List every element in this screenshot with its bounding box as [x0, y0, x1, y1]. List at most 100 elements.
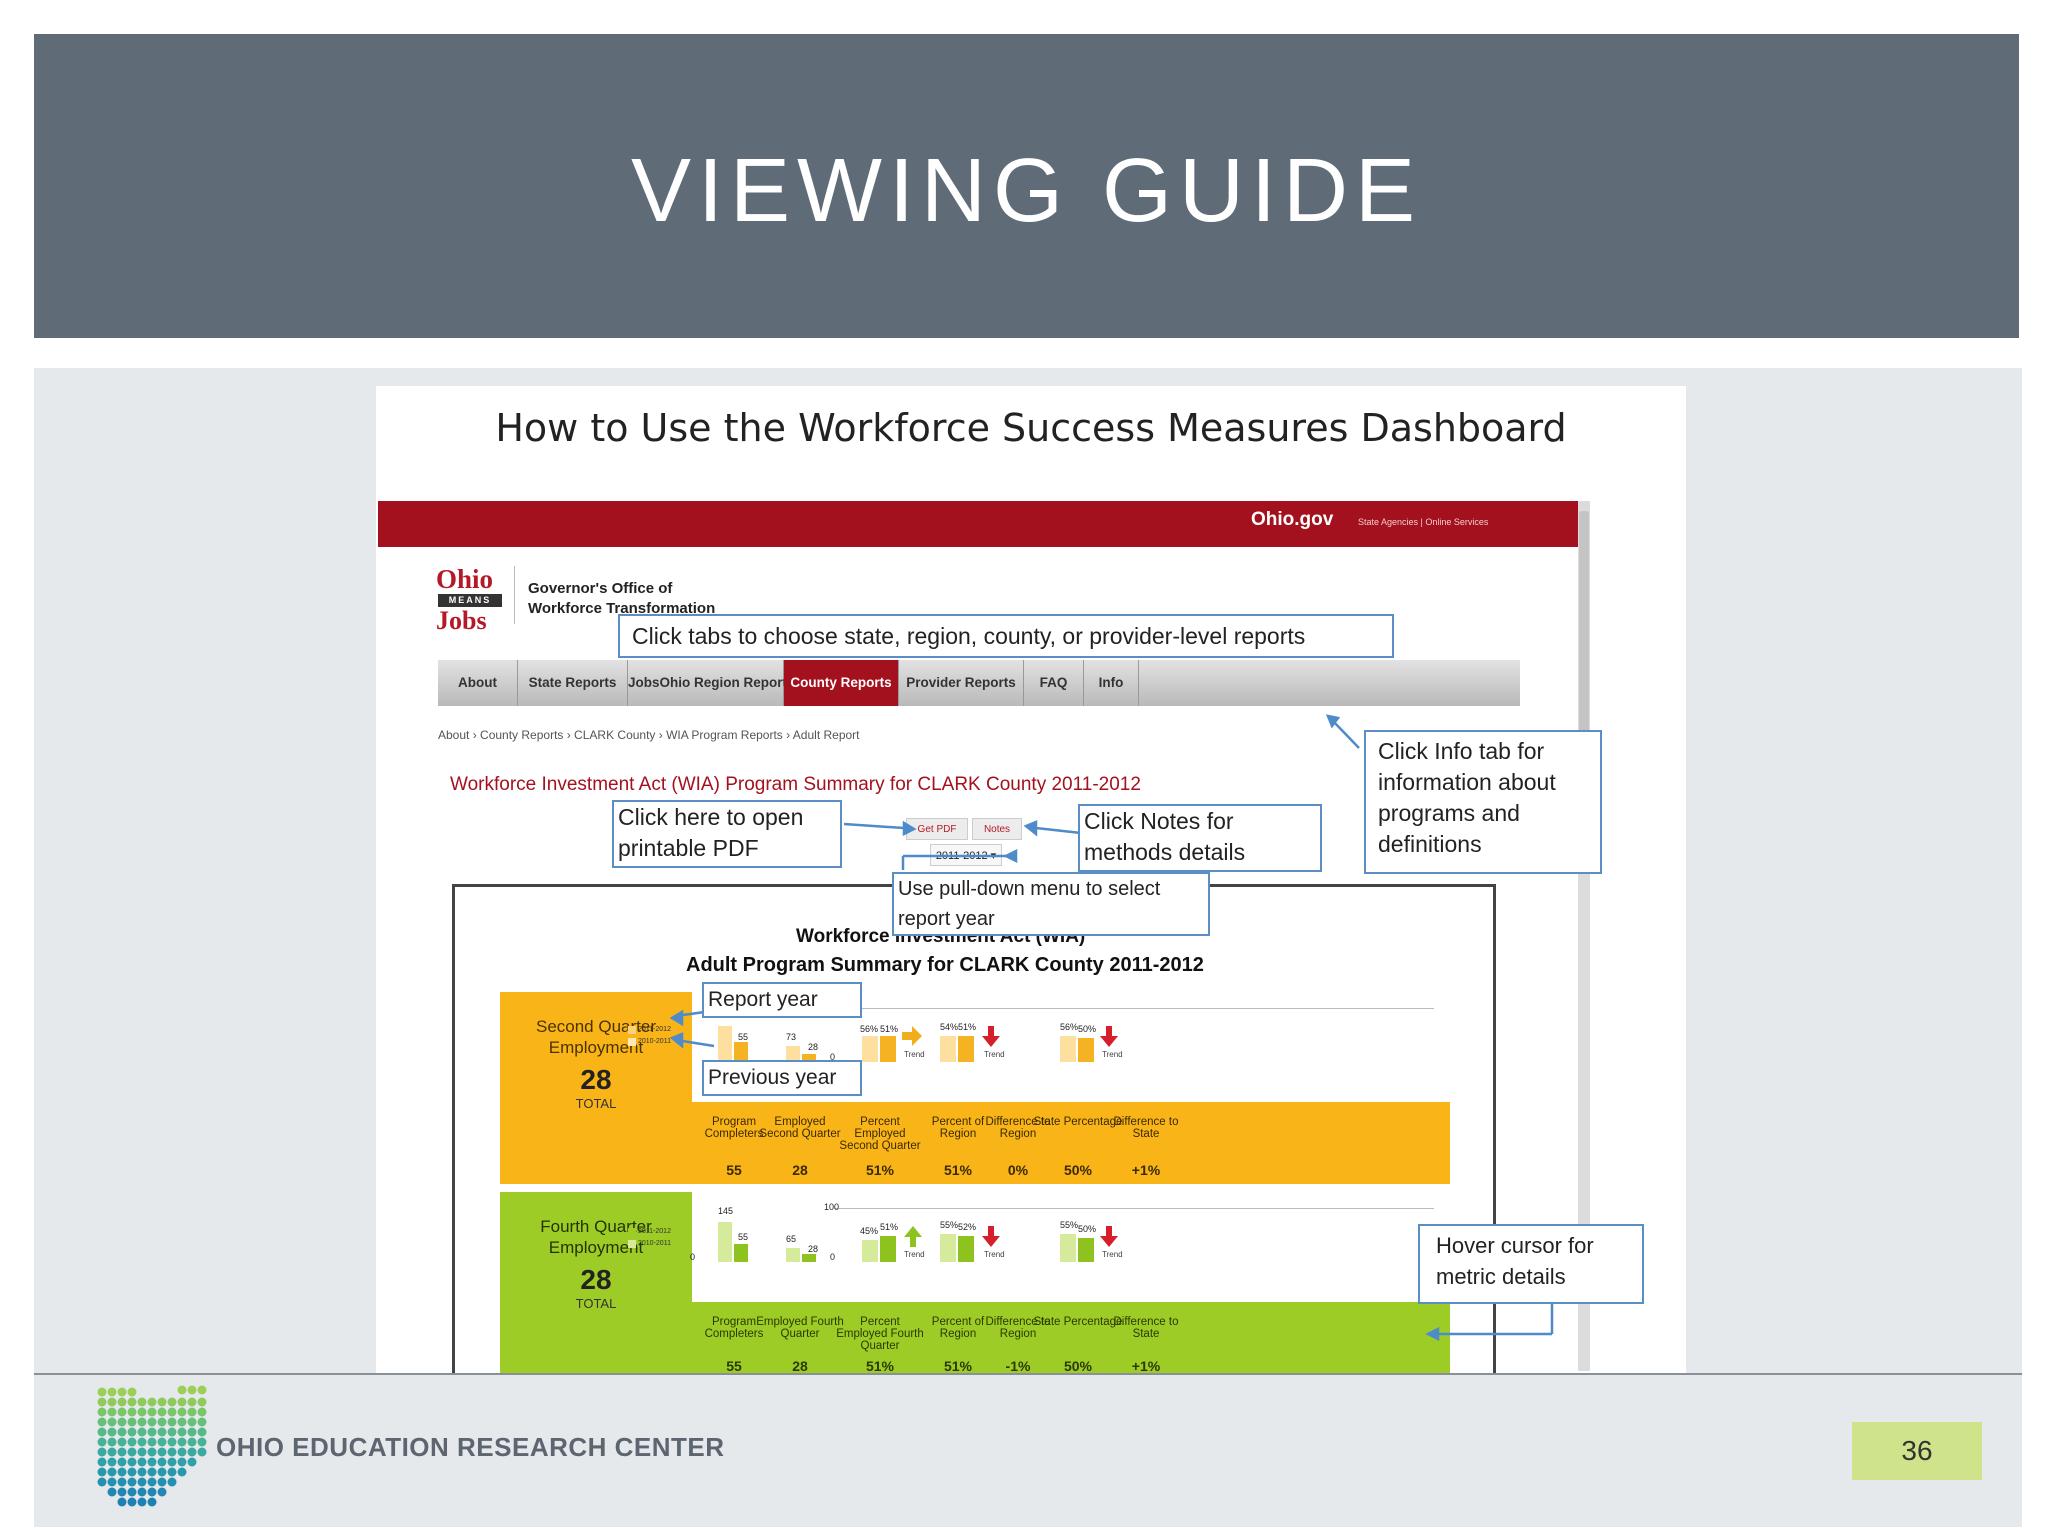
- bar-label: 54%: [940, 1022, 959, 1032]
- trend-label: Trend: [984, 1050, 1005, 1059]
- report-title-line-2: Adult Program Summary for CLARK County 2…: [686, 954, 1204, 976]
- report-tabs: About State Reports JobsOhio Region Repo…: [438, 660, 1520, 706]
- tab-faq[interactable]: FAQ: [1024, 660, 1084, 706]
- column-heading: Difference to State: [1113, 1116, 1179, 1140]
- bar-label: 28: [808, 1244, 819, 1254]
- column-value[interactable]: +1%: [1131, 1358, 1161, 1373]
- callout-info-line: definitions: [1378, 831, 1482, 857]
- fourth-quarter-label-1: Fourth Quarter: [540, 1217, 652, 1236]
- second-quarter-axis-min: 0: [830, 1052, 836, 1062]
- tab-provider-reports[interactable]: Provider Reports: [899, 660, 1024, 706]
- column-heading: State Percentage: [1033, 1116, 1123, 1128]
- breadcrumb[interactable]: About › County Reports › CLARK County › …: [438, 728, 860, 742]
- column-value[interactable]: +1%: [1131, 1162, 1161, 1178]
- bar-employed-previous: [786, 1248, 800, 1262]
- callout-hover-line: Hover cursor for: [1436, 1233, 1594, 1258]
- bar-label: 50%: [1078, 1224, 1097, 1234]
- ohio-gov-bar: [378, 501, 1578, 547]
- column-value[interactable]: 51%: [865, 1358, 895, 1373]
- top-links[interactable]: State Agencies | Online Services: [1358, 517, 1489, 527]
- tab-about[interactable]: About: [438, 660, 518, 706]
- second-quarter-label-1: Second Quarter: [535, 1017, 656, 1036]
- bar-employed-current: [802, 1254, 816, 1262]
- bar-state-current: [1078, 1038, 1094, 1062]
- logo-jobs-text: Jobs: [436, 606, 487, 635]
- bar-percent-employed-previous: [862, 1036, 878, 1062]
- bar-state-current: [1078, 1238, 1094, 1262]
- bar-label: 52%: [958, 1222, 977, 1232]
- second-quarter-label-2: Employment: [548, 1038, 644, 1057]
- callout-info-tab: Click Info tab for information about pro…: [1364, 730, 1602, 874]
- second-quarter-summary: Second Quarter Employment 28 TOTAL: [500, 992, 692, 1184]
- column-value[interactable]: 50%: [1063, 1162, 1093, 1178]
- column-heading: Percent of Region: [931, 1116, 985, 1140]
- callout-pdf-line: printable PDF: [618, 835, 759, 861]
- legend-previous-swatch: [628, 1240, 636, 1248]
- fourth-quarter-label-2: Employment: [548, 1238, 644, 1257]
- guide-heading: How to Use the Workforce Success Measure…: [495, 406, 1567, 450]
- bar-label: 56%: [1060, 1022, 1079, 1032]
- column-heading: Employed Second Quarter: [759, 1116, 841, 1140]
- column-heading: Program Completers: [704, 1116, 764, 1140]
- column-value[interactable]: 51%: [943, 1358, 973, 1373]
- second-quarter-total-number: 28: [580, 1064, 612, 1095]
- office-line-2: Workforce Transformation: [528, 600, 716, 617]
- tab-jobsohio-region-reports[interactable]: JobsOhio Region Reports: [628, 660, 795, 706]
- ohio-gov-link[interactable]: Ohio.gov: [1251, 509, 1334, 530]
- fourth-quarter-total-label: TOTAL: [575, 1296, 617, 1311]
- column-heading: Percent Employed Second Quarter: [839, 1116, 921, 1152]
- tab-info[interactable]: Info: [1084, 660, 1139, 706]
- fourth-quarter-axis-top: [834, 1208, 1434, 1209]
- bar-state-previous: [1060, 1036, 1076, 1062]
- legend-current-swatch: [628, 1026, 636, 1034]
- trend-label: Trend: [1102, 1050, 1123, 1059]
- column-value[interactable]: -1%: [1005, 1358, 1031, 1373]
- office-line-1: Governor's Office of: [528, 580, 673, 597]
- callout-pulldown-line: report year: [898, 908, 995, 930]
- footer-divider: [34, 1373, 2022, 1375]
- logo-means-text: MEANS: [438, 594, 502, 607]
- trend-label: Trend: [984, 1250, 1005, 1259]
- trend-down-arrow-icon: [1100, 1226, 1118, 1247]
- trend-up-arrow-icon: [904, 1226, 922, 1247]
- bar-employed-previous: [786, 1046, 800, 1062]
- column-value[interactable]: 51%: [943, 1162, 973, 1178]
- bar-label: 55%: [1060, 1220, 1079, 1230]
- column-value[interactable]: 50%: [1063, 1358, 1093, 1373]
- bar-region-current: [958, 1236, 974, 1262]
- bar-label: 145: [718, 1206, 734, 1216]
- column-value[interactable]: 55: [726, 1162, 742, 1178]
- callout-report-year: Report year: [702, 982, 862, 1018]
- column-heading: State Percentage: [1033, 1316, 1123, 1328]
- notes-button[interactable]: Notes: [972, 818, 1022, 840]
- bar-label: 55: [738, 1032, 749, 1042]
- trend-label: Trend: [904, 1050, 925, 1059]
- trend-right-arrow-icon: [902, 1026, 922, 1046]
- ohio-dot-map-logo-icon: [97, 1385, 207, 1507]
- callout-tabs: Click tabs to choose state, region, coun…: [618, 614, 1394, 658]
- tab-county-reports[interactable]: County Reports: [784, 660, 899, 706]
- bar-percent-employed-previous: [862, 1240, 878, 1262]
- column-value[interactable]: 28: [792, 1162, 808, 1178]
- scrollbar-thumb[interactable]: [1579, 511, 1589, 781]
- legend-previous-swatch: [628, 1038, 636, 1046]
- tab-state-reports[interactable]: State Reports: [518, 660, 628, 706]
- column-heading: Program Completers: [704, 1316, 764, 1340]
- callout-info-line: programs and: [1378, 800, 1520, 826]
- column-heading: Employed Fourth Quarter: [756, 1316, 844, 1340]
- logo-divider: [514, 566, 515, 624]
- bar-label: 45%: [860, 1226, 879, 1236]
- bar-region-previous: [940, 1036, 956, 1062]
- slide-title: VIEWING GUIDE: [630, 141, 1423, 241]
- footer: [34, 1375, 2022, 1527]
- column-value[interactable]: 28: [792, 1358, 808, 1373]
- column-value[interactable]: 51%: [865, 1162, 895, 1178]
- bar-completers-current: [734, 1244, 748, 1262]
- column-heading: Percent Employed Fourth Quarter: [836, 1316, 924, 1352]
- trend-down-arrow-icon: [982, 1226, 1000, 1247]
- callout-info-line: information about: [1378, 769, 1556, 795]
- wia-summary-heading: Workforce Investment Act (WIA) Program S…: [450, 774, 1141, 795]
- column-value[interactable]: 0%: [1007, 1162, 1029, 1178]
- column-value[interactable]: 55: [726, 1358, 742, 1373]
